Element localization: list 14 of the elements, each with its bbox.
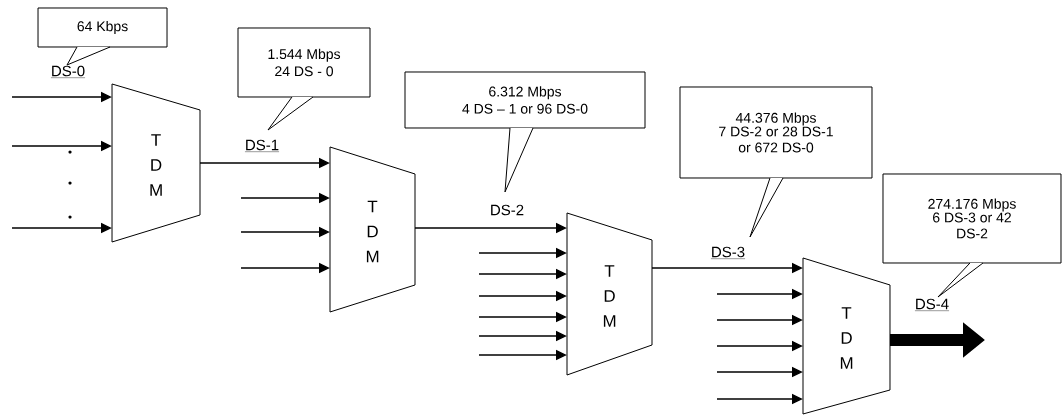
callout-box: 64 Kbps: [37, 7, 168, 66]
edge-label: DS-2: [491, 204, 524, 216]
edge-label: DS-1: [244, 139, 280, 152]
edge-label: DS-0: [50, 65, 86, 78]
edge-label: DS-3: [710, 246, 746, 259]
tdm-trapezoid: T D M: [566, 212, 653, 376]
callout-box: 274.176 Mbps 6 DS-3 or 42 DS-2: [882, 173, 1062, 298]
tdm-trapezoid: T D M: [802, 257, 891, 415]
tdm-trapezoid: T D M: [111, 83, 201, 243]
tdm-trapezoid: T D M: [329, 146, 416, 313]
callout-box: 1.544 Mbps 24 DS - 0: [237, 27, 371, 131]
callout-box: 6.312 Mbps 4 DS – 1 or 96 DS-0: [404, 71, 646, 193]
callout-box: 44.376 Mbps 7 DS-2 or 28 DS-1 or 672 DS-0: [679, 86, 873, 238]
edge-label: DS-4: [914, 298, 950, 311]
